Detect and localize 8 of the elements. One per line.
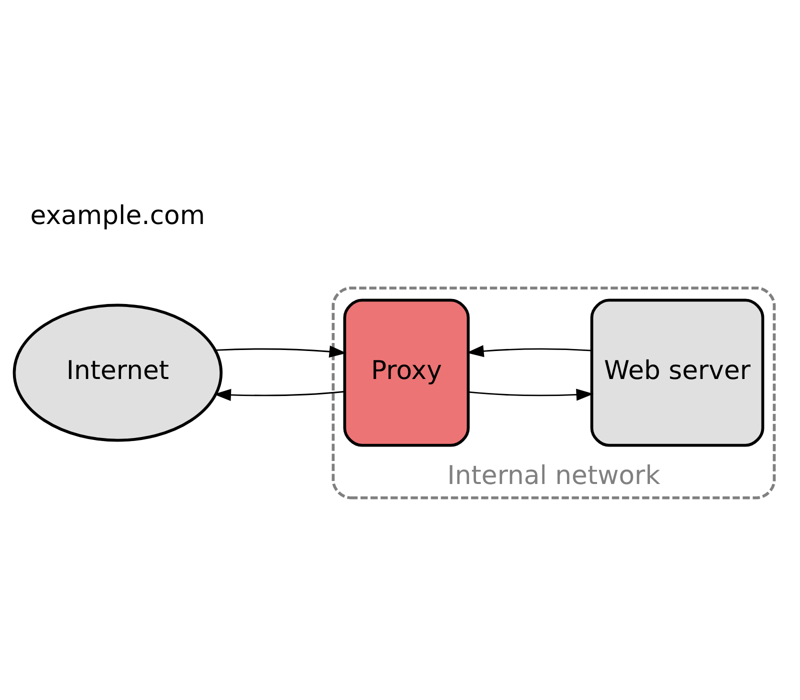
arrow [214,388,345,400]
node-box: Proxy [343,298,470,446]
arrow [215,345,347,358]
node-ellipse: Internet [12,303,223,442]
label: example.com [30,200,206,230]
node-box: Web server [590,298,764,446]
arrow [468,388,594,400]
arrow [466,344,592,357]
